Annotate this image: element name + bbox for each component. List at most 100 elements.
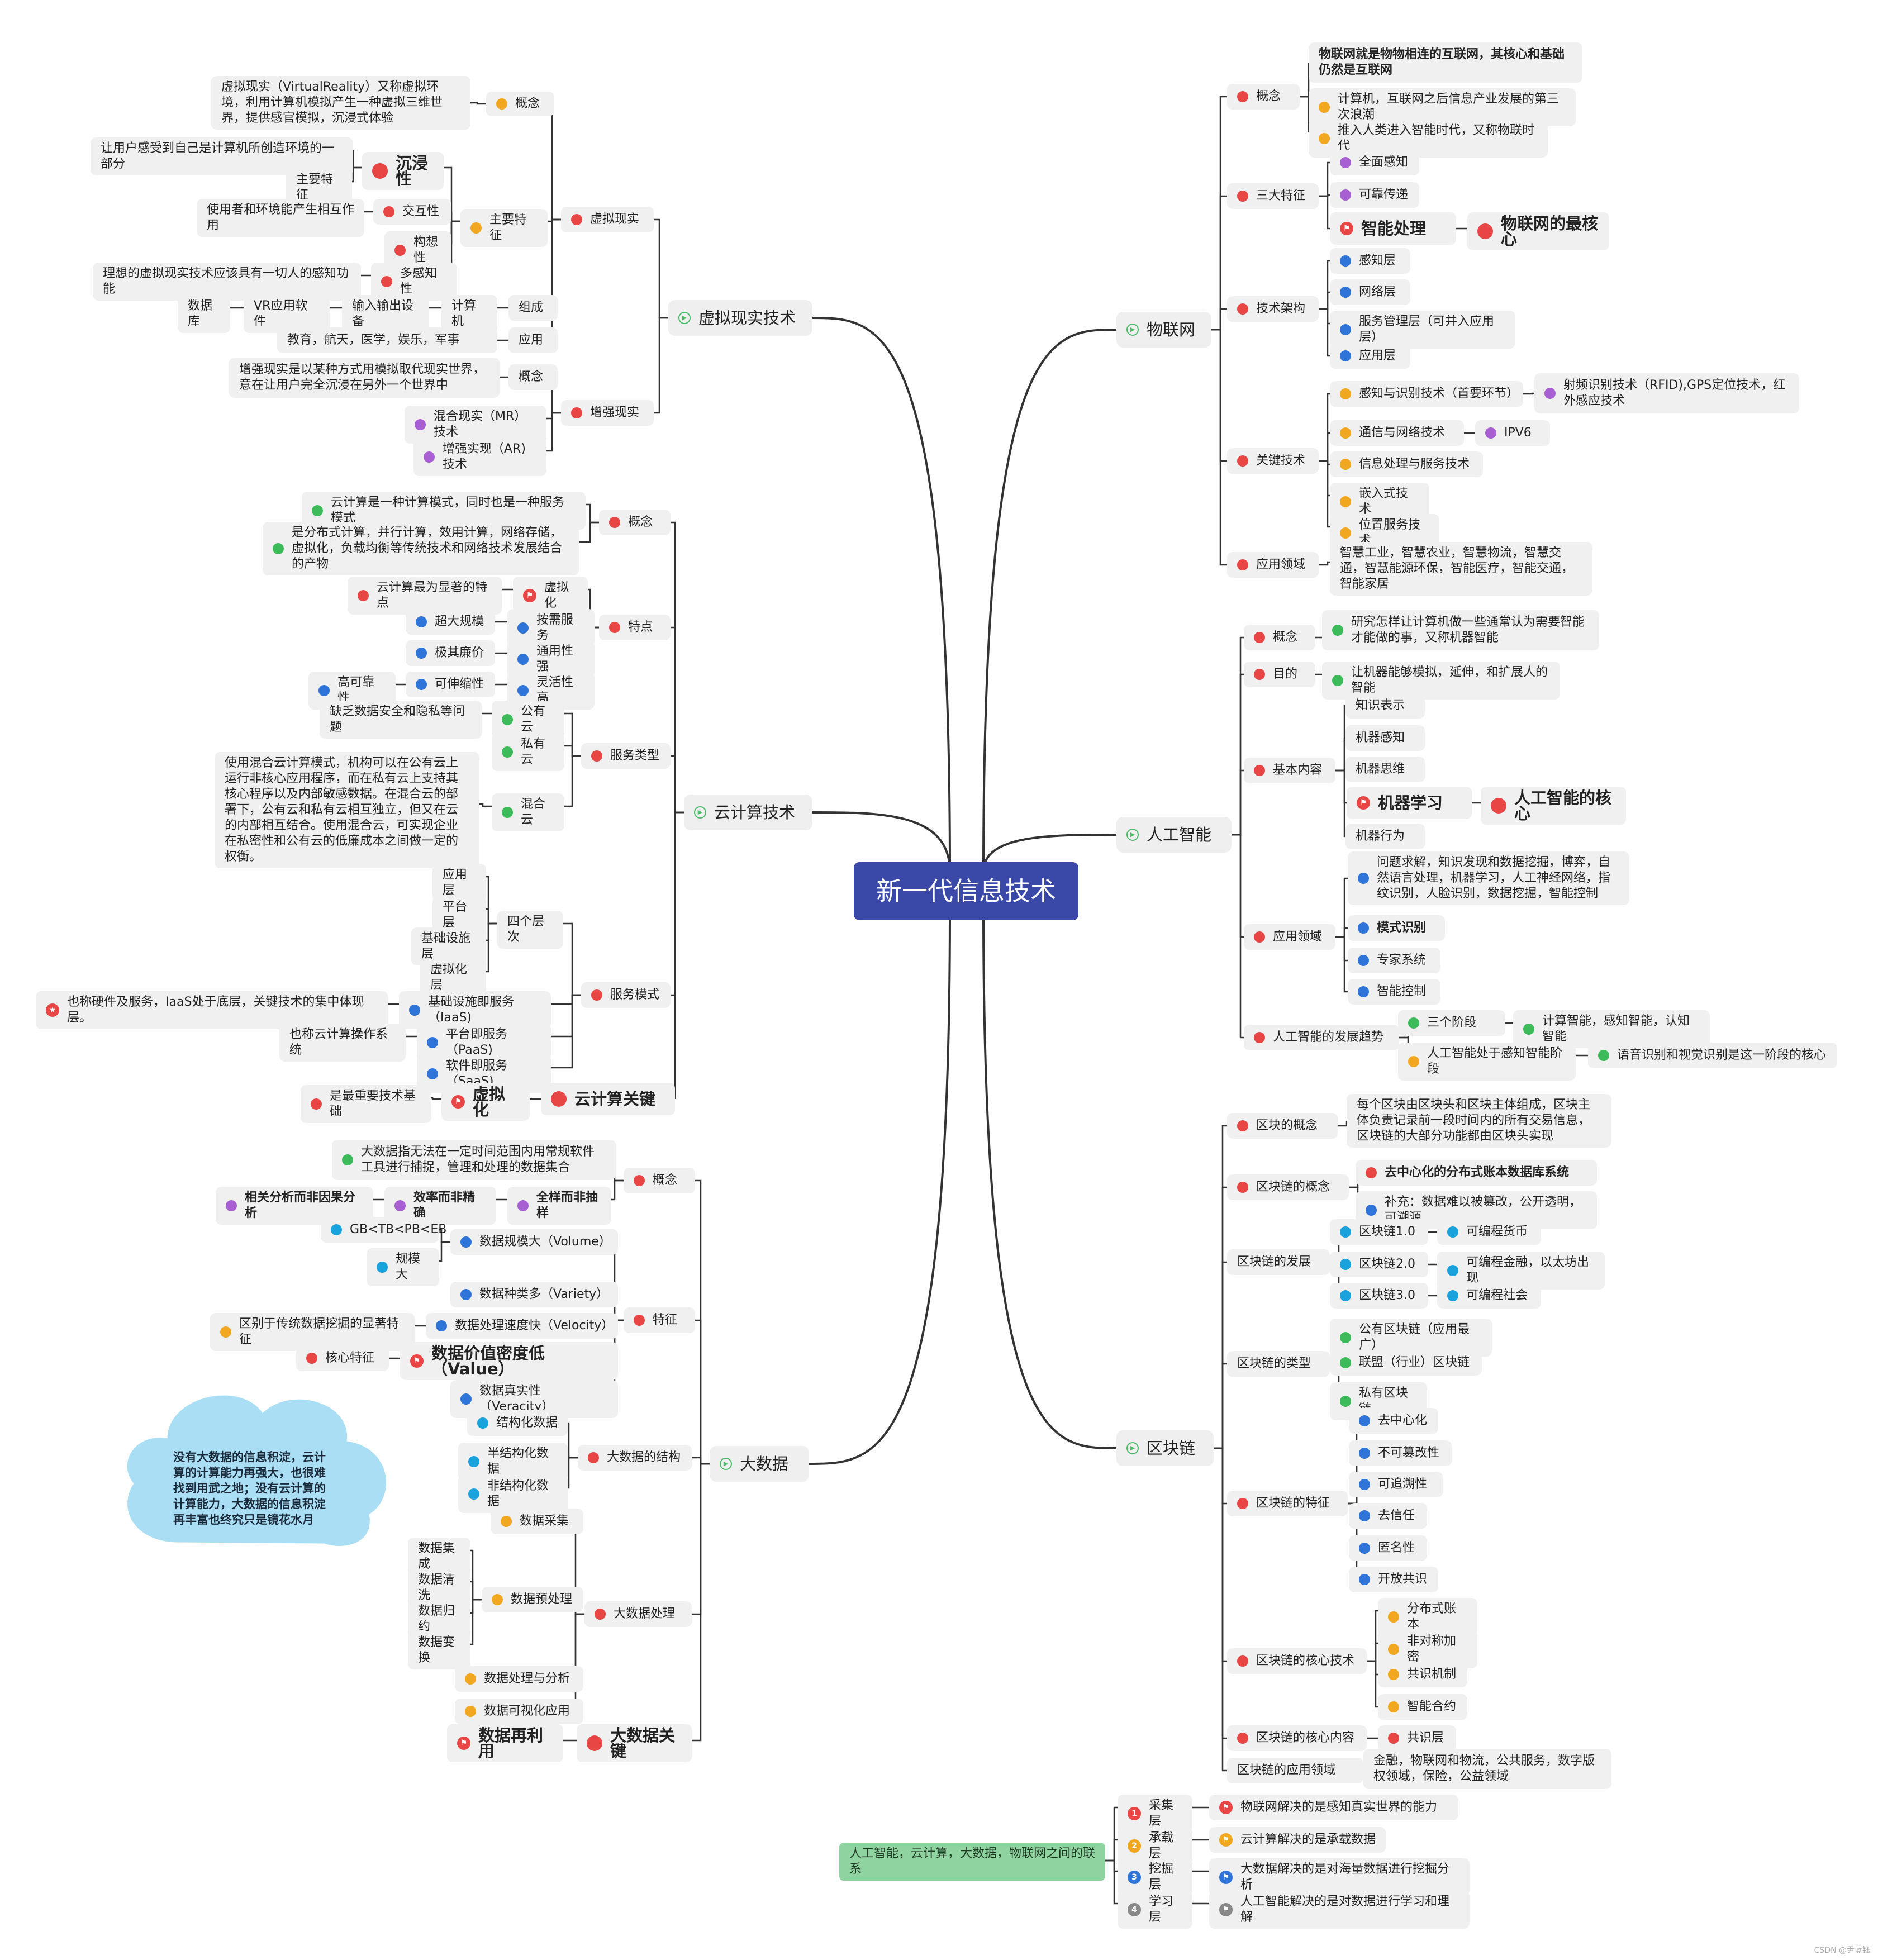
node-bd-c1[interactable]: 结构化数据 [467,1410,568,1436]
node-vr-a1t[interactable]: 虚拟现实（VirtualReality）又称虚拟环境，利用计算机模拟产生一种虚拟… [211,76,470,130]
node-ai-d1[interactable]: 问题求解，知识发现和数据挖掘，博弈，自然语言处理，机器学习，人工神经网络，指纹识… [1348,851,1629,905]
node-vr-a2b1[interactable]: 使用者和环境能产生相互作用 [197,199,364,237]
node-cc-d2[interactable]: 基础设施即服务（IaaS) [399,991,551,1029]
node-rel-1a[interactable]: ⚑物联网解决的是感知真实世界的能力 [1209,1795,1458,1820]
node-iot-d[interactable]: 关键技术 [1227,448,1319,474]
node-bc-e3[interactable]: 可追溯性 [1349,1472,1443,1497]
node-vr-a4[interactable]: 应用 [508,327,558,353]
node-vr-a3d[interactable]: 数据库 [178,295,230,333]
node-ai-c1[interactable]: 知识表示 [1345,693,1425,719]
node-cc-b2a[interactable]: 超大规模 [406,609,495,635]
node-ai-d[interactable]: 应用领域 [1244,924,1335,950]
node-bd-b4[interactable]: ⚑数据价值密度低（Value） [400,1342,618,1380]
node-bd-a2[interactable]: 全样而非抽样 [507,1187,611,1225]
node-vr-a3b[interactable]: 输入输出设备 [342,295,429,333]
node-bc-e4[interactable]: 去信任 [1349,1503,1427,1529]
node-bd-d2[interactable]: 数据预处理 [482,1587,583,1612]
node-bc-e6[interactable]: 开放共识 [1349,1567,1438,1592]
node-vr-a3a[interactable]: 计算机 [441,295,497,333]
node-bd-e[interactable]: 大数据关键 [577,1724,692,1762]
node-cc-b[interactable]: 特点 [599,615,671,640]
node-iot-c1[interactable]: 感知层 [1330,248,1410,274]
node-ai-e[interactable]: 人工智能的发展趋势 [1244,1025,1399,1050]
node-rel-3a[interactable]: ⚑大数据解决的是对海量数据进行挖掘分析 [1209,1858,1470,1896]
node-cc-c2[interactable]: 私有云 [492,733,564,771]
node-vr-a2a[interactable]: 沉浸性 [362,152,444,190]
node-bc-g[interactable]: 区块链的核心内容 [1227,1725,1367,1751]
node-bc-e[interactable]: 区块链的特征 [1227,1491,1348,1516]
node-cc-c3a[interactable]: 使用混合云计算模式，机构可以在公有云上运行非核心应用程序，而在私有云上支持其核心… [215,752,479,868]
node-iot-d1[interactable]: 感知与识别技术（首要环节） [1330,381,1523,407]
node-cc-d1a[interactable]: 应用层 [432,864,486,902]
node-cc-a[interactable]: 概念 [599,510,671,535]
node-cc-d3a[interactable]: 也称云计算操作系统 [279,1024,406,1062]
node-bc-f4[interactable]: 智能合约 [1378,1694,1467,1720]
node-ai-a[interactable]: 概念 [1244,625,1315,650]
node-iot-b[interactable]: 三大特征 [1227,183,1319,209]
node-ai-c4[interactable]: ⚑机器学习 [1347,787,1472,819]
node-cc-c1[interactable]: 公有云 [492,701,564,739]
node-bc-c3a[interactable]: 可编程社会 [1437,1283,1541,1309]
node-bc-g1[interactable]: 共识层 [1378,1725,1456,1751]
node-bc[interactable]: ▶区块链 [1116,1430,1214,1466]
node-bd-d2d[interactable]: 数据变换 [408,1631,470,1669]
node-bd-b1b[interactable]: 规模大 [367,1248,439,1286]
node-bc-e2[interactable]: 不可篡改性 [1349,1440,1452,1466]
node-bc-c[interactable]: 区块链的发展 [1227,1249,1330,1275]
node-bc-f1[interactable]: 分布式账本 [1378,1598,1477,1636]
node-iot[interactable]: ▶物联网 [1116,312,1211,348]
node-cc[interactable]: ▶云计算技术 [684,795,812,830]
node-iot-d3[interactable]: 信息处理与服务技术 [1330,451,1483,477]
node-vr-b2[interactable]: 混合现实（MR）技术 [405,406,546,444]
node-bd-b4a[interactable]: 核心特征 [296,1345,389,1371]
node-cc-d2a[interactable]: ★也称硬件及服务，IaaS处于底层，关键技术的集中体现层。 [36,991,388,1029]
node-bc-f3[interactable]: 共识机制 [1378,1662,1467,1687]
node-iot-b1[interactable]: 全面感知 [1330,150,1419,175]
node-vr-a3[interactable]: 组成 [508,295,558,321]
node-vr-b1t[interactable]: 增强现实是以某种方式用模拟取代现实世界，意在让用户完全沉浸在另外一个世界中 [229,358,500,398]
node-vr-b3[interactable]: 增强实现（AR)技术 [413,438,546,476]
node-ai-c3[interactable]: 机器思维 [1345,757,1425,782]
node-bd-b3a[interactable]: 区别于传统数据挖掘的显著特征 [210,1313,415,1351]
node-bd-b1[interactable]: 数据规模大（Volume） [450,1229,618,1255]
node-bd-b1a[interactable]: GB<TB<PB<EB [321,1217,446,1243]
node-bd[interactable]: ▶大数据 [710,1446,809,1482]
node-bc-e5[interactable]: 匿名性 [1349,1535,1427,1561]
node-bc-c1[interactable]: 区块链1.0 [1330,1219,1428,1245]
node-vr[interactable]: ▶虚拟现实技术 [668,300,812,336]
node-iot-b3a[interactable]: 物联网的最核心 [1467,212,1609,250]
node-bc-d[interactable]: 区块链的类型 [1227,1351,1330,1377]
node-iot-b3[interactable]: ⚑智能处理 [1330,212,1456,245]
node-cc-b1[interactable]: ⚑虚拟化 [513,577,588,615]
node-bc-e1[interactable]: 去中心化 [1349,1408,1438,1434]
node-vr-a3c[interactable]: VR应用软件 [244,295,330,333]
node-iot-c2[interactable]: 网络层 [1330,279,1410,305]
node-iot-a1[interactable]: 物联网就是物物相连的互联网，其核心和基础仍然是互联网 [1309,42,1582,83]
node-bc-a1[interactable]: 每个区块由区块头和区块主体组成，区块主体负责记录前一段时间内的所有交易信息，区块… [1347,1094,1611,1148]
node-bd-c3[interactable]: 非结构化数据 [458,1475,568,1513]
node-iot-e[interactable]: 应用领域 [1227,552,1319,578]
node-rel-2a[interactable]: ⚑云计算解决的是承载数据 [1209,1827,1386,1853]
node-iot-a[interactable]: 概念 [1227,84,1300,110]
node-vr-a[interactable]: 虚拟现实 [561,207,654,232]
node-iot-e1[interactable]: 智慧工业，智慧农业，智慧物流，智慧交通，智慧能源环保，智能医疗，智能交通，智能家… [1330,542,1592,596]
node-ai-d4[interactable]: 智能控制 [1348,979,1440,1005]
node-iot-d2[interactable]: 通信与网络技术 [1330,420,1464,446]
node-cc-e[interactable]: 云计算关键 [541,1083,675,1115]
node-bd-b3[interactable]: 数据处理速度快（Velocity） [426,1313,618,1339]
node-vr-a1[interactable]: 概念 [486,92,554,116]
node-cc-e1[interactable]: ⚑虚拟化 [441,1083,530,1121]
node-cc-a2[interactable]: 是分布式计算，并行计算，效用计算，网络存储，虚拟化，负载均衡等传统技术和网络技术… [263,522,579,575]
node-vr-b[interactable]: 增强现实 [561,400,654,426]
node-bc-c3[interactable]: 区块链3.0 [1330,1283,1428,1309]
node-bc-c2[interactable]: 区块链2.0 [1330,1252,1428,1277]
node-vr-b1[interactable]: 概念 [508,364,558,390]
node-bc-a[interactable]: 区块的概念 [1227,1113,1338,1139]
node-cc-d[interactable]: 服务模式 [581,982,671,1008]
node-vr-a2d1[interactable]: 理想的虚拟现实技术应该具有一切人的感知功能 [93,263,361,301]
node-ai-e2[interactable]: 人工智能处于感知智能阶段 [1398,1043,1576,1081]
node-ai-c4a[interactable]: 人工智能的核心 [1481,787,1626,825]
node-bc-b1[interactable]: 去中心化的分布式账本数据库系统 [1356,1160,1597,1186]
